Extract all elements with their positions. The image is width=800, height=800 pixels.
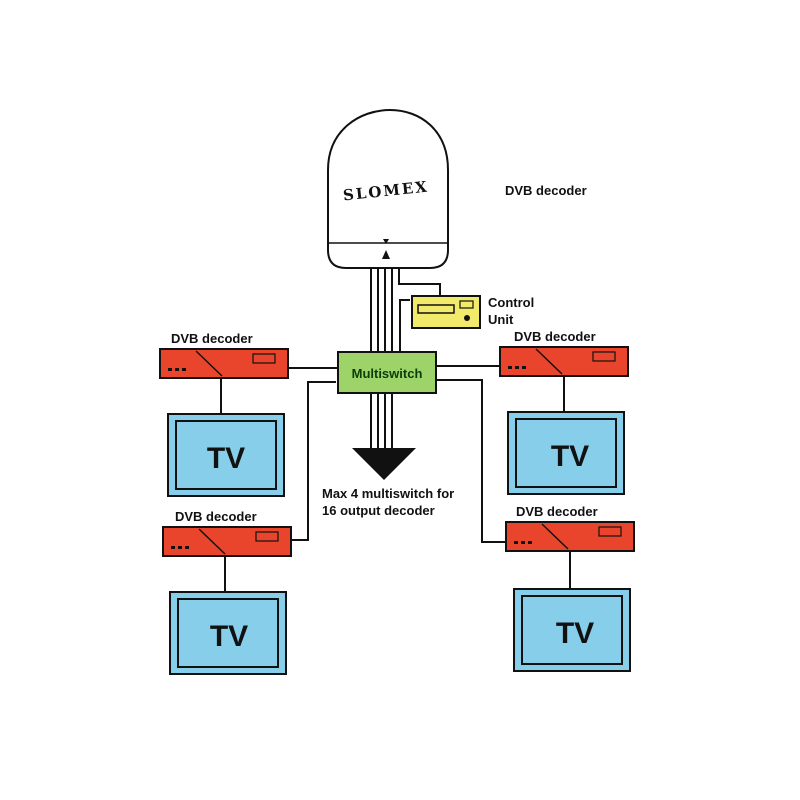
tv-4: TV [513, 588, 631, 672]
dvb-decoder-3: DVB decoder [162, 509, 292, 557]
satellite-dome: SLOMEX [327, 108, 449, 269]
dome-pointer-icon [383, 239, 389, 244]
output-arrow-icon [352, 448, 416, 480]
tv-3: TV [169, 591, 287, 675]
tv-label: TV [551, 440, 589, 473]
dvb-decoder-1: DVB decoder [159, 331, 289, 379]
control-unit [411, 295, 481, 329]
multiswitch-note-line2: 16 output decoder [322, 503, 435, 518]
dvb-decoder-label: DVB decoder [514, 329, 596, 344]
tv-2: TV [507, 411, 625, 495]
tv-label: TV [210, 620, 248, 653]
dvb-decoder-label: DVB decoder [171, 331, 253, 346]
dvb-decoder-label: DVB decoder [175, 509, 257, 524]
control-unit-label: Control [488, 295, 534, 310]
dvb-decoder-label-top-right: DVB decoder [505, 183, 587, 198]
dome-arrow-up-icon [382, 250, 390, 259]
dvb-decoder-2: DVB decoder [499, 329, 629, 377]
multiswitch-note-line1: Max 4 multiswitch for [322, 486, 454, 501]
control-unit-label-line2: Unit [488, 312, 514, 327]
dvb-decoder-label: DVB decoder [516, 504, 598, 519]
tv-label: TV [207, 442, 245, 475]
tv-label: TV [556, 617, 594, 650]
dvb-decoder-4: DVB decoder [505, 504, 635, 552]
tv-1: TV [167, 413, 285, 497]
multiswitch-label: Multiswitch [352, 366, 423, 381]
connection-lines [220, 262, 571, 592]
multiswitch: Multiswitch [337, 351, 437, 394]
